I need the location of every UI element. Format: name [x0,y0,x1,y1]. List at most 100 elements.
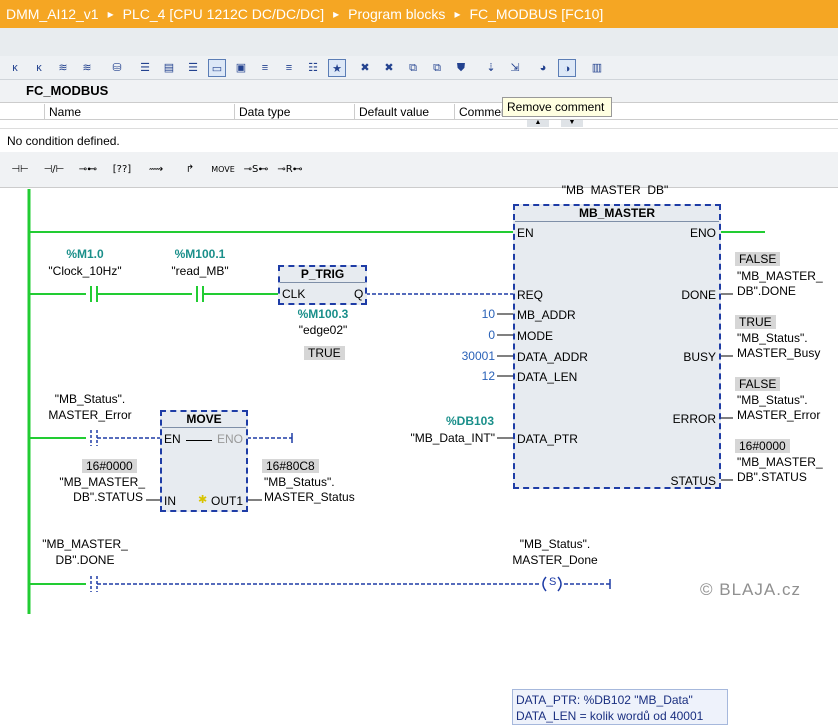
move-icon[interactable]: ⛁ [112,62,122,74]
pin-en: EN [517,226,534,240]
setcoil-name1[interactable]: "MB_Status". [519,537,591,551]
ptrig-address: %M100.3 [297,307,349,321]
move-in-value: 16#0000 [82,459,137,473]
move-in-name1[interactable]: "MB_MASTER_ [59,475,145,489]
ptrig-q-pin: Q [354,287,364,301]
network-overview-icon[interactable]: ▤ [163,62,175,74]
contact4-name2[interactable]: DB".DONE [55,553,115,567]
contact2-address: %M100.1 [174,247,226,261]
contact3-name1[interactable]: "MB_Status". [54,392,126,406]
move-in-name2[interactable]: DB".STATUS [73,490,143,504]
copy-icon[interactable]: ⧉ [409,62,417,74]
no-contact-button[interactable]: ⊣⊢ [11,164,29,175]
cancel-icon[interactable]: ✖ [360,62,370,74]
pin-data-ptr: DATA_PTR [517,432,578,446]
remove-comment-icon[interactable]: ▭ [208,59,226,77]
error-value: FALSE [735,377,781,391]
done-name1[interactable]: "MB_MASTER_ [737,269,823,283]
status-name1[interactable]: "MB_MASTER_ [737,455,823,469]
move-out-name2[interactable]: MASTER_Status [264,490,355,504]
column-default-value[interactable]: Default value [354,104,454,120]
mbmaster-instance[interactable]: "MB_MASTER_DB" [561,183,669,195]
close-network-icon[interactable]: ☷ [308,62,318,74]
editor-gap [0,28,838,56]
close-branch-button[interactable]: ↱ [185,164,195,175]
modify-icon[interactable]: ≡ [285,62,293,74]
open-branch-button[interactable]: ⟿ [148,164,164,175]
done-name2[interactable]: DB".DONE [737,284,796,298]
glasses-icon[interactable]: ◑ [558,59,576,77]
breadcrumb-plc[interactable]: PLC_4 [CPU 1212C DC/DC/DC] [122,6,325,22]
contact2-name[interactable]: "read_MB" [171,264,229,278]
monitor-icon[interactable]: ★ [328,59,346,77]
reset-coil-button[interactable]: ⊸R⊷ [277,164,303,175]
goto-icon[interactable]: ≡ [261,62,269,74]
contact3-name2[interactable]: MASTER_Error [48,408,132,422]
call-block-icon[interactable]: ▣ [235,62,247,74]
move-out-name1[interactable]: "MB_Status". [264,475,335,489]
coil-button[interactable]: ⊸⊷ [78,164,98,175]
ptrig-name[interactable]: "edge02" [298,323,348,337]
ptrig-value: TRUE [304,346,345,360]
condition-text: No condition defined. [0,128,838,152]
breadcrumb-program-blocks[interactable]: Program blocks [348,6,446,22]
splitter-buttons: ▲ ▼ [527,119,587,127]
status-name2[interactable]: DB".STATUS [737,470,807,484]
column-data-type[interactable]: Data type [234,104,354,120]
data-addr-value[interactable]: 30001 [461,349,495,363]
data-len-value[interactable]: 12 [481,369,495,383]
insert-network-icon[interactable]: ĸ [12,62,18,74]
mode-value[interactable]: 0 [488,328,495,342]
cancel-all-icon[interactable]: ✖ [384,62,394,74]
move-in-pin: IN [164,494,176,508]
column-comment[interactable]: Commer [454,104,514,120]
ptrig-clk-pin: CLK [282,287,306,301]
add-row-icon[interactable]: ≋ [82,62,92,74]
chevron-right-icon: ▸ [107,7,114,21]
block-header: FC_MODBUS [0,80,838,102]
set-coil-button[interactable]: ⊸S⊷ [243,164,269,175]
mb-addr-value[interactable]: 10 [481,307,495,321]
ptrig-title: P_TRIG [300,267,345,281]
editor-toolbar: ĸ ĸ ≋ ≋ ⛁ ☰ ▤ ☰ ▭ ▣ ≡ ≡ ☷ ★ ✖ ✖ ⧉ ⧉ ⛊ ⇣ … [0,56,838,80]
pin-data-addr: DATA_ADDR [517,350,588,364]
move-out-pin: OUT1 [210,494,243,508]
paste-icon[interactable]: ⧉ [433,62,441,74]
delete-network-icon[interactable]: ĸ [36,62,42,74]
mbmaster-block[interactable]: MB_MASTER EN REQ MB_ADDR MODE DATA_ADDR … [513,204,721,489]
ptrig-block[interactable]: P_TRIG CLK Q [278,265,367,305]
filter-icon[interactable]: ⛊ [456,62,466,74]
breadcrumb-project[interactable]: DMM_AI12_v1 [6,6,99,22]
busy-name1[interactable]: "MB_Status". [737,331,808,345]
absolute-operands-icon[interactable]: ☰ [140,62,150,74]
show-comments-icon[interactable]: ☰ [188,62,198,74]
breadcrumb-block[interactable]: FC_MODBUS [FC10] [469,6,604,22]
set-coil-symbol[interactable]: S [549,576,557,588]
contact1-name[interactable]: "Clock_10Hz" [48,264,122,278]
ladder-wires [27,189,765,614]
block-comment[interactable]: DATA_PTR: %DB102 "MB_Data" DATA_LEN = ko… [512,689,728,725]
column-name[interactable]: Name [44,104,234,120]
step-icon[interactable]: ⇣ [486,62,496,74]
stair-icon[interactable]: ⇲ [510,62,520,74]
error-name2[interactable]: MASTER_Error [737,408,821,422]
contact1-address: %M1.0 [66,247,104,261]
data-ptr-name[interactable]: "MB_Data_INT" [410,431,495,445]
pin-done: DONE [681,288,716,302]
contact4-name1[interactable]: "MB_MASTER_ [42,537,128,551]
move-eno-pin: ENO [216,432,243,446]
insert-row-icon[interactable]: ≋ [58,62,68,74]
busy-name2[interactable]: MASTER_Busy [737,346,821,360]
panel-icon[interactable]: ▥ [591,62,603,74]
color-icon[interactable]: ◕ [539,62,547,74]
nc-contact-button[interactable]: ⊣/⊢ [43,164,65,175]
move-block[interactable]: MOVE EN ENO IN ✱ OUT1 [160,410,248,512]
move-en-pin: EN [164,432,181,446]
chevron-up-icon[interactable]: ▲ [527,119,549,127]
error-name1[interactable]: "MB_Status". [737,393,808,407]
setcoil-name2[interactable]: MASTER_Done [512,553,598,567]
move-out-value: 16#80C8 [262,459,319,473]
move-button[interactable]: MOVE [211,165,235,174]
empty-box-button[interactable]: [??] [112,164,132,175]
chevron-down-icon[interactable]: ▼ [561,119,583,127]
